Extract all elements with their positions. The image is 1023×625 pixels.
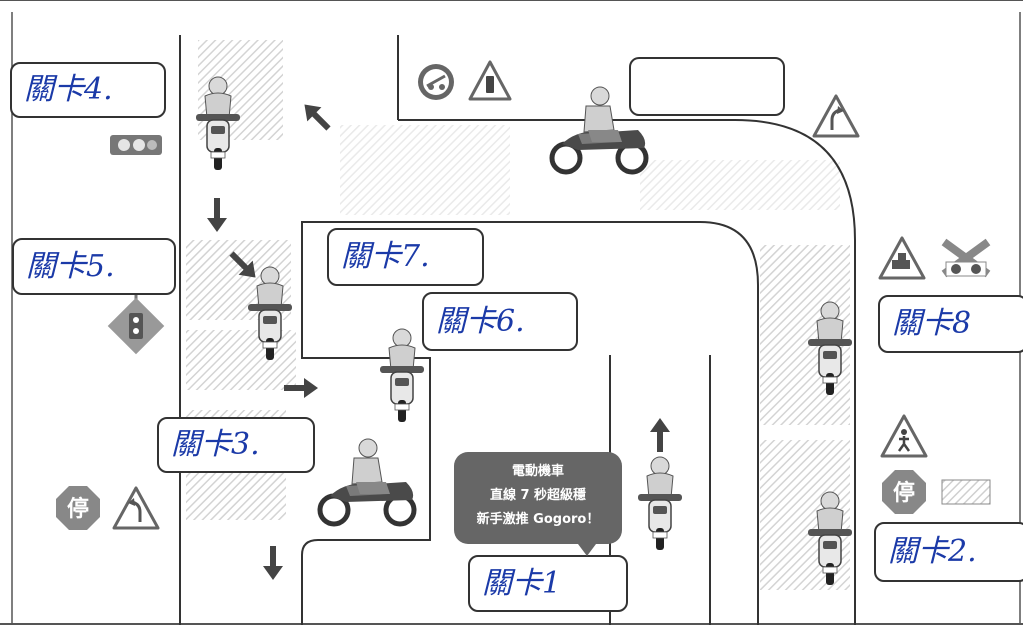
- stage-1-text: 關卡1: [482, 565, 562, 601]
- stage-4-label: 關卡4.: [10, 62, 166, 118]
- stop-sign-text: 停: [893, 480, 915, 506]
- stage-8-label: 關卡8: [878, 295, 1023, 353]
- stop-sign-icon: 停: [56, 486, 100, 530]
- promo-speech-bubble: 電動機車 直線 7 秒超級穩 新手激推 Gogoro！: [454, 452, 622, 556]
- empty-label-box: [629, 57, 785, 116]
- railroad-crossing-icon: [878, 236, 991, 280]
- curve-left-sign-icon: [112, 486, 160, 530]
- bubble-line-3: 新手激推 Gogoro！: [476, 512, 600, 527]
- stage-1-label: 關卡1: [468, 555, 628, 612]
- pedestrian-sign-icon: [880, 414, 928, 458]
- traffic-light-icon: [107, 292, 165, 355]
- stage-2-label: 關卡2.: [874, 522, 1023, 582]
- arrow-icon: [207, 104, 670, 580]
- stage-3-text: 關卡3.: [171, 427, 260, 462]
- curve-right-sign-icon: [812, 94, 860, 138]
- stage-8-text: 關卡8: [892, 306, 972, 341]
- stop-sign-text: 停: [67, 496, 89, 522]
- stage-5-text: 關卡5.: [26, 248, 115, 284]
- stage-6-text: 關卡6.: [436, 303, 525, 339]
- stage-3-label: 關卡3.: [157, 417, 315, 473]
- stop-sign-icon: 停: [882, 470, 926, 514]
- stage-6-label: 關卡6.: [422, 292, 578, 351]
- bubble-line-2: 直線 7 秒超級穩: [489, 488, 587, 503]
- stage-7-label: 關卡7.: [327, 228, 484, 286]
- stage-5-label: 關卡5.: [12, 238, 176, 295]
- traffic-light-icon: [110, 135, 162, 155]
- no-scooter-sign-icon: [418, 64, 454, 100]
- stage-4-text: 關卡4.: [24, 72, 113, 107]
- stage-2-text: 關卡2.: [888, 534, 977, 569]
- road-edges: [179, 35, 856, 625]
- stage-7-text: 關卡7.: [341, 239, 430, 274]
- road-stripe-sign-icon: [941, 479, 991, 505]
- bubble-line-1: 電動機車: [511, 464, 564, 479]
- warning-triangle-icon: [468, 60, 512, 101]
